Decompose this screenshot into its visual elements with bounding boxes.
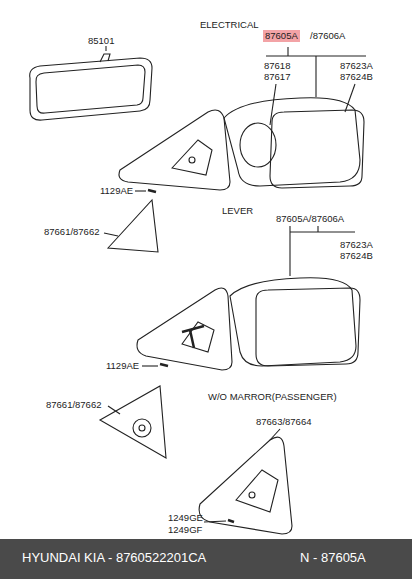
part-number: 87624B	[340, 251, 373, 261]
group-heading: W/O MARROR(PASSENGER)	[208, 392, 337, 402]
part-number: /87606A	[310, 31, 345, 41]
part-number: 87661/87662	[44, 227, 99, 237]
group-heading: LEVER	[222, 206, 253, 216]
part-number: 87663/87664	[256, 417, 311, 427]
part-number: 87618	[264, 61, 290, 71]
passenger-plate	[199, 429, 292, 534]
electrical-mirror	[104, 47, 366, 252]
part-number: 1129AE	[106, 361, 139, 371]
footer-bar	[0, 539, 412, 579]
part-number: 87624B	[340, 72, 373, 82]
part-number: 85101	[88, 36, 114, 46]
lever-mirror	[100, 226, 360, 458]
inside-mirror	[30, 46, 152, 120]
part-number: 87623A	[340, 61, 373, 71]
group-heading: ELECTRICAL	[200, 20, 259, 30]
part-number: 87661/87662	[46, 400, 101, 410]
part-number: 1249GF	[168, 525, 202, 535]
part-number: 87623A	[340, 240, 373, 250]
part-number: 1249GE	[168, 513, 203, 523]
footer-text: N - 87605A	[300, 551, 366, 565]
footer-text: HYUNDAI KIA - 8760522201CA	[22, 551, 206, 565]
part-number: 87617	[264, 72, 290, 82]
part-number: 1129AE	[100, 186, 133, 196]
part-number: 87605A	[263, 30, 300, 42]
part-number: 87605A/87606A	[276, 214, 344, 224]
